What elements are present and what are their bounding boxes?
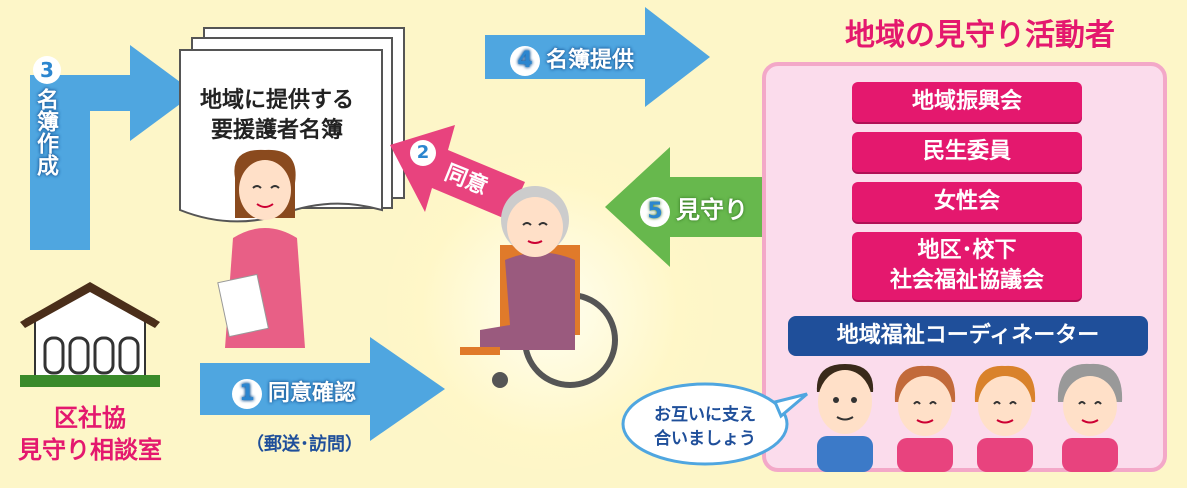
- office-line1: 区社協: [54, 404, 126, 432]
- staff-person-icon: [217, 149, 305, 348]
- step2-number: 2: [410, 140, 436, 166]
- step1-label: 同意確認: [268, 381, 357, 406]
- document-line1: 地域に提供する: [199, 88, 354, 113]
- wheelchair-person-icon: [460, 186, 618, 388]
- org-item: 女性会: [852, 182, 1082, 222]
- org-item: 地区･校下 社会福祉協議会: [852, 232, 1082, 300]
- speech-bubble-icon: [621, 382, 808, 466]
- coordinator-box: 地域福祉コーディネーター: [788, 316, 1148, 356]
- resident-face-icon: [894, 365, 956, 472]
- step1-sub: （郵送･訪問）: [246, 434, 363, 455]
- step4-number: 4: [510, 46, 540, 76]
- document-line2: 要援護者名簿: [210, 118, 343, 143]
- step4-label: 名簿提供: [546, 48, 635, 73]
- step5-number: 5: [640, 197, 670, 227]
- speech-line2: 合いましょう: [654, 429, 756, 449]
- step4-arrow: [485, 7, 710, 107]
- resident-face-icon: [974, 365, 1036, 472]
- step1-arrow: [200, 337, 445, 441]
- speech-line1: お互いに支え: [654, 405, 756, 425]
- step1-number: 1: [232, 379, 262, 409]
- org-item-line2: 社会福祉協議会: [889, 268, 1044, 293]
- step5-arrow: [605, 147, 785, 267]
- step3-arrow: [30, 45, 195, 250]
- org-item-line1: 地区･校下: [917, 238, 1017, 263]
- office-line2: 見守り相談室: [18, 436, 162, 464]
- resident-face-icon: [816, 364, 874, 472]
- step3-number: 3: [33, 56, 61, 84]
- org-item: 民生委員: [852, 132, 1082, 172]
- step5-label: 見守り: [676, 196, 748, 224]
- building-icon: [20, 282, 160, 387]
- resident-face-icon: [1057, 363, 1123, 472]
- step3-label: 名簿作成: [33, 88, 58, 176]
- org-item: 地域振興会: [852, 82, 1082, 122]
- watchers-title: 地域の見守り活動者: [845, 18, 1115, 53]
